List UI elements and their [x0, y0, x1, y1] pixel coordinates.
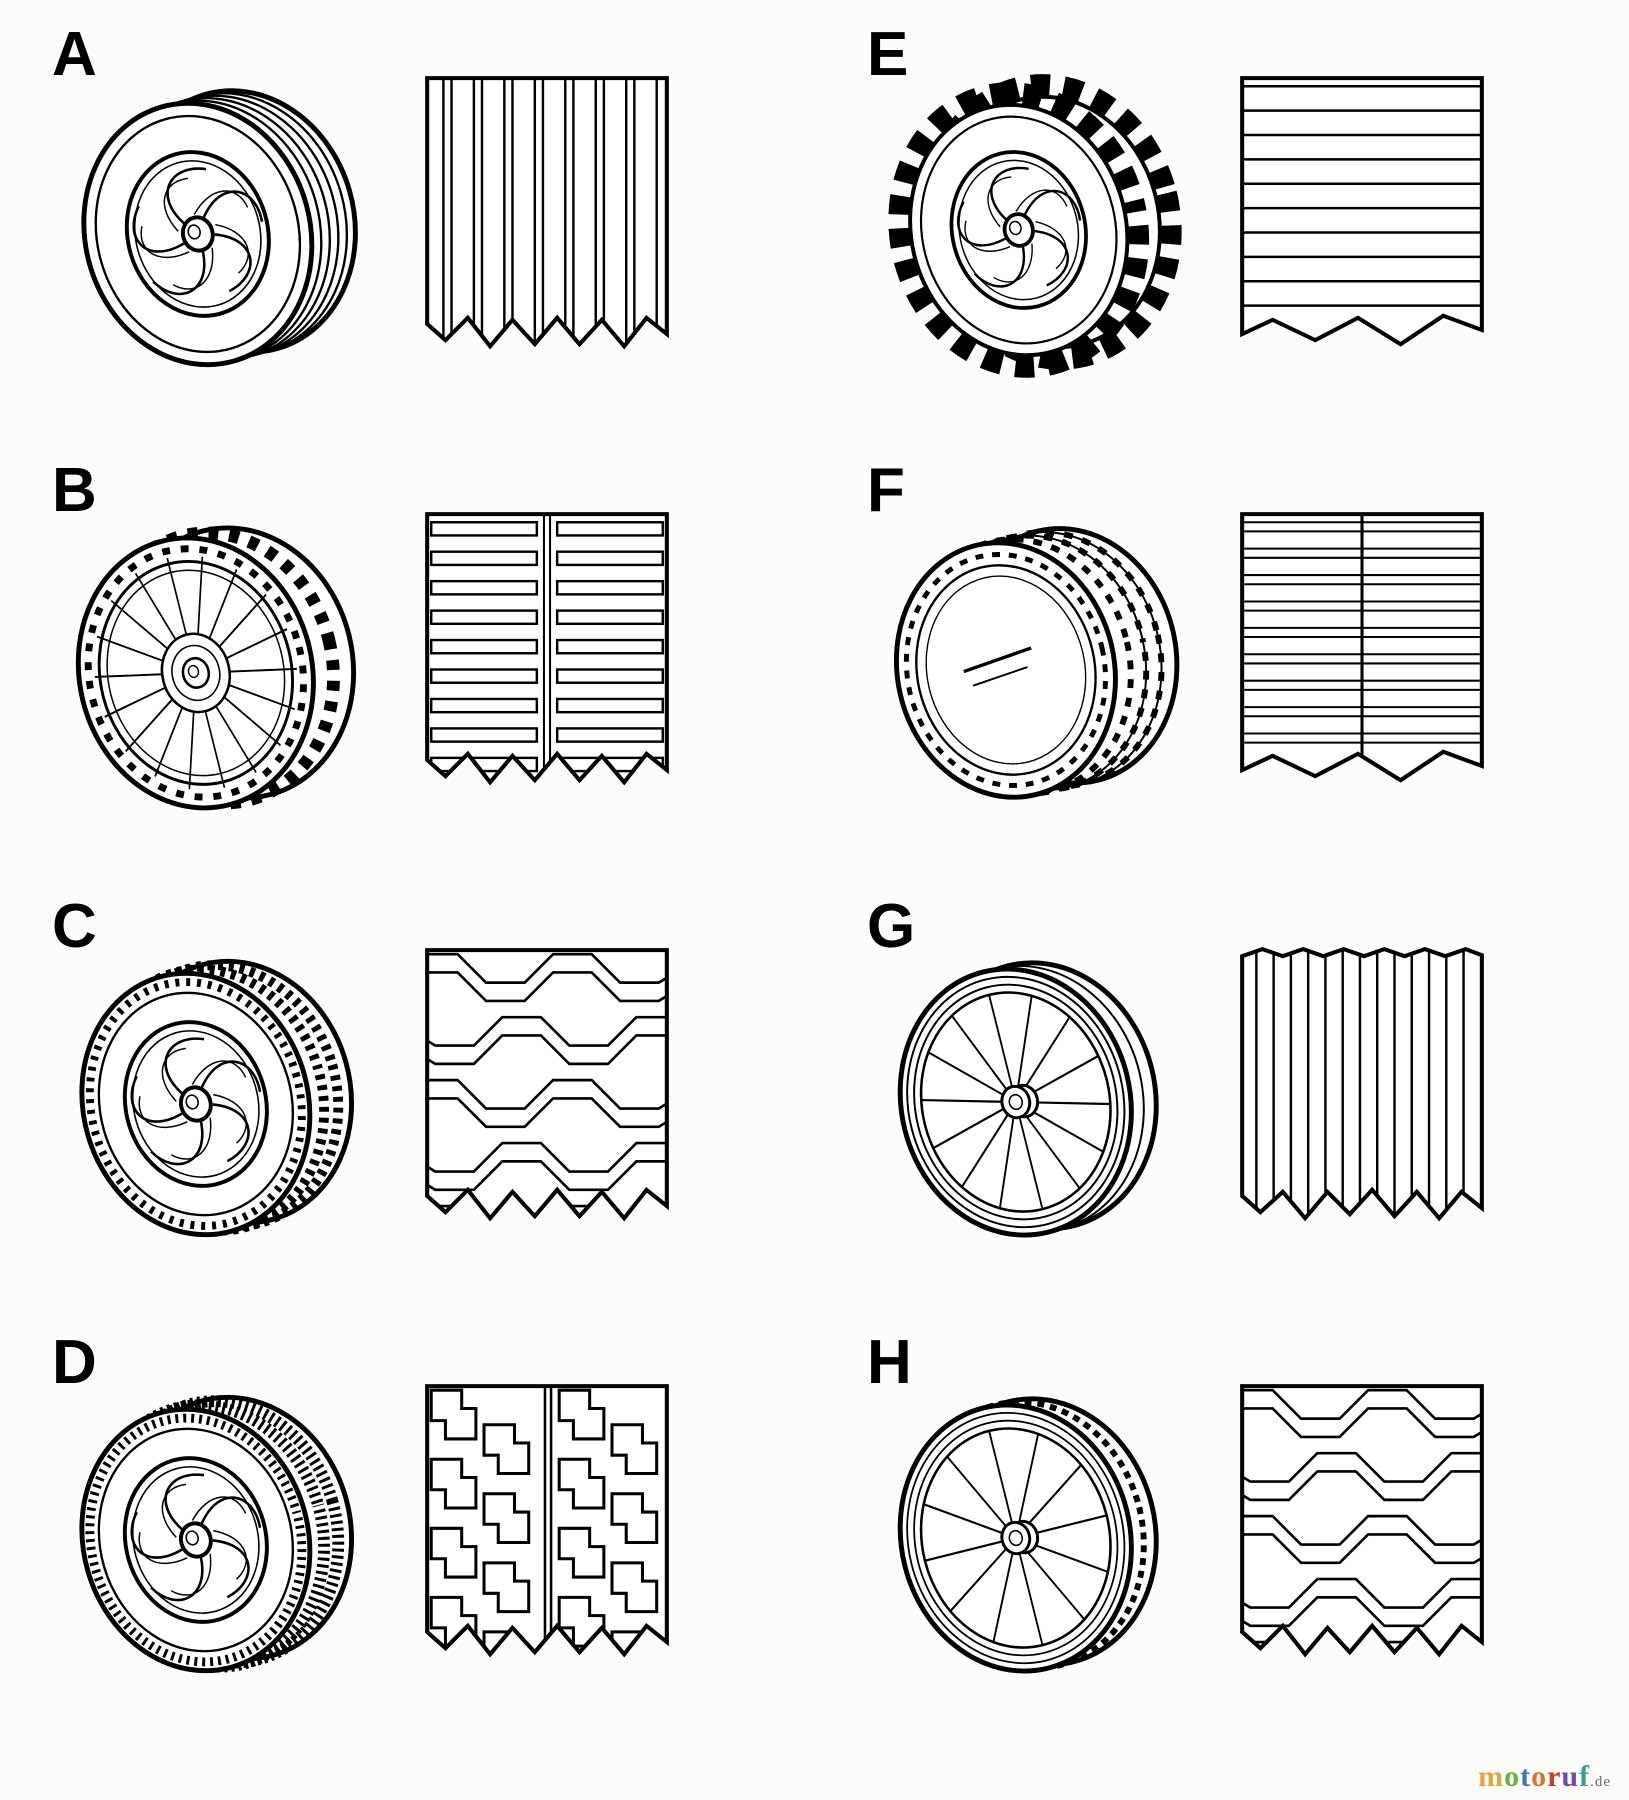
tread-b-blocks	[430, 513, 664, 782]
tread-a-vertical-rib-pattern	[425, 75, 669, 349]
figure-h: H	[815, 1322, 1629, 1758]
figure-d: D	[0, 1322, 815, 1758]
hub-spoke-blades	[130, 1037, 262, 1166]
hub-spoke-blades	[130, 1473, 262, 1602]
figure-label-d: D	[52, 1328, 97, 1397]
tread-e-lines	[1242, 84, 1482, 307]
hub-g	[1000, 1083, 1040, 1120]
hub-c	[122, 1020, 269, 1188]
figure-g: G	[815, 886, 1629, 1322]
hub-spoke-blades	[957, 166, 1082, 288]
logo-letter: m	[1478, 1760, 1505, 1793]
wheel-h-wire-spoke-illustration	[897, 1396, 1159, 1674]
logo-word: motoruf	[1478, 1760, 1590, 1793]
tread-e-horizontal-line-pattern	[1240, 75, 1484, 347]
figure-label-a: A	[52, 20, 97, 89]
wheel-a-ribbed-tire-illustration	[81, 88, 358, 368]
logo-letter: f	[1579, 1760, 1591, 1793]
wheel-d-knurled-tire-illustration	[79, 1394, 355, 1674]
logo-suffix: .de	[1590, 1774, 1611, 1790]
tread-f-ribbed-horizontal-pattern	[1240, 511, 1484, 783]
figure-label-f: F	[867, 456, 905, 525]
hub-a	[124, 150, 271, 318]
tread-f-ribs	[1244, 513, 1480, 780]
hub-d	[122, 1456, 269, 1624]
hubcap-slot	[972, 666, 1028, 687]
logo-letter: o	[1504, 1760, 1521, 1793]
wheel-g-wire-spoke-illustration	[897, 960, 1159, 1238]
figure-label-e: E	[867, 20, 909, 89]
figure-label-c: C	[52, 892, 97, 961]
spokes-b	[94, 556, 297, 790]
tread-g-vertical-rib-pattern	[1240, 946, 1484, 1221]
motoruf-logo[interactable]: motoruf.de	[1478, 1760, 1611, 1794]
hub-f	[915, 564, 1097, 776]
logo-letter: u	[1561, 1760, 1580, 1793]
figure-label-h: H	[867, 1328, 912, 1397]
logo-letter: o	[1531, 1760, 1548, 1793]
wheel-e-gear-tooth-illustration	[888, 74, 1182, 378]
hub-spoke-blades	[132, 167, 264, 296]
tread-h-chevron-hex-pattern	[1240, 1383, 1484, 1657]
figure-b: B	[0, 450, 815, 886]
spokes-g	[921, 995, 1110, 1209]
wheel-b-block-tread-illustration	[75, 525, 357, 811]
figure-label-b: B	[52, 456, 97, 525]
figure-a: A	[0, 14, 815, 450]
wheel-tread-diagram-grid: A	[0, 14, 1629, 1758]
wheel-c-diamond-knurl-illustration	[79, 958, 355, 1238]
hub-b	[160, 632, 232, 714]
logo-letter: t	[1520, 1760, 1532, 1793]
spokes-h	[924, 1431, 1108, 1645]
figure-label-g: G	[867, 892, 916, 961]
hubcap-slot	[963, 646, 1032, 674]
tread-c-chevron-hex-pattern	[425, 947, 669, 1221]
hub-h	[1000, 1519, 1040, 1556]
logo-letter: r	[1547, 1760, 1562, 1793]
wheel-f-lattice-tire-disc-hub-illustration	[893, 526, 1180, 800]
tread-b-ladder-block-pattern	[425, 511, 669, 785]
tread-d-interlocking-lug-pattern	[425, 1383, 669, 1657]
figure-f: F	[815, 450, 1629, 886]
hub-e	[949, 150, 1088, 310]
figure-c: C	[0, 886, 815, 1322]
figure-e: E	[815, 14, 1629, 450]
